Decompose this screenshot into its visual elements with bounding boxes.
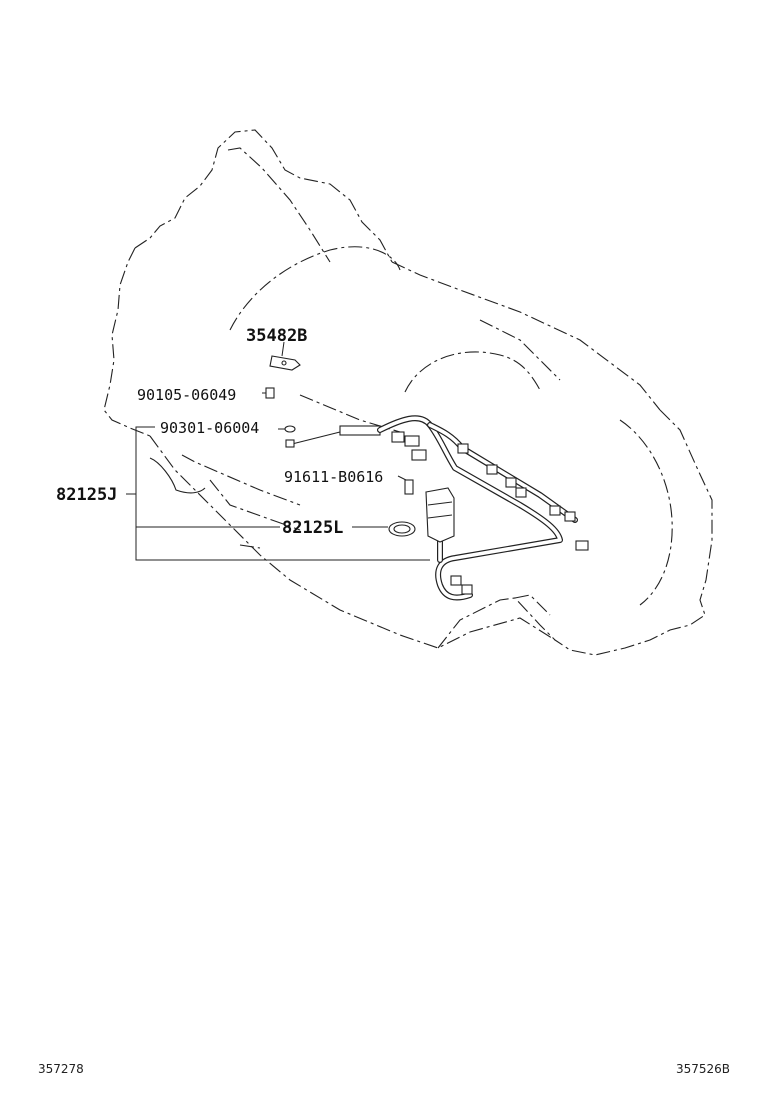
case-ring-2 — [479, 319, 561, 381]
bell-housing-inner-edge — [227, 147, 331, 263]
connector-2 — [404, 435, 420, 447]
oil-pan-front — [437, 597, 556, 649]
sensor-rod — [291, 431, 341, 445]
callout-90301-06004: 90301-06004 — [160, 419, 259, 437]
diagram-code-right: 357526B — [676, 1062, 731, 1076]
connector-9 — [564, 511, 576, 522]
tail-housing-inner — [619, 419, 673, 606]
case-bottom-outline — [149, 435, 556, 649]
connector-7 — [515, 487, 527, 498]
bolt-91611-b0616 — [404, 479, 414, 495]
callout-90105-06049: 90105-06049 — [137, 386, 236, 404]
connector-12 — [461, 584, 473, 595]
connector-6 — [505, 477, 517, 488]
oil-pan-outline — [181, 454, 301, 549]
sensor-sleeve — [339, 425, 381, 436]
washer-90301-06004 — [284, 425, 296, 433]
bell-housing-left-edge — [103, 247, 151, 437]
connector-5 — [486, 464, 498, 475]
callout-82125j: 82125J — [56, 485, 117, 505]
case-top-inner — [229, 246, 401, 331]
main-connector — [425, 487, 455, 543]
tail-housing-outline — [554, 409, 713, 656]
callout-91611-b0616: 91611-B0616 — [284, 468, 383, 486]
case-mid-ring — [404, 351, 541, 393]
connector-11 — [450, 575, 462, 586]
connector-1 — [391, 431, 405, 443]
case-lower-curve — [149, 457, 206, 494]
oil-pan-side — [514, 594, 551, 616]
diagram-code-left: 357278 — [38, 1062, 84, 1076]
sensor-tip — [285, 439, 295, 448]
bracket-hole — [281, 360, 287, 366]
connector-3 — [411, 449, 427, 461]
bell-housing-outline — [134, 129, 393, 263]
connector-8 — [549, 505, 561, 516]
bolt-90105-06049 — [265, 387, 275, 399]
callout-35482b: 35482B — [246, 326, 307, 346]
connector-10 — [575, 540, 589, 551]
callout-82125l: 82125L — [282, 518, 343, 538]
connector-4 — [457, 443, 469, 454]
group-bracket — [126, 426, 430, 561]
case-top-outline — [391, 261, 661, 411]
